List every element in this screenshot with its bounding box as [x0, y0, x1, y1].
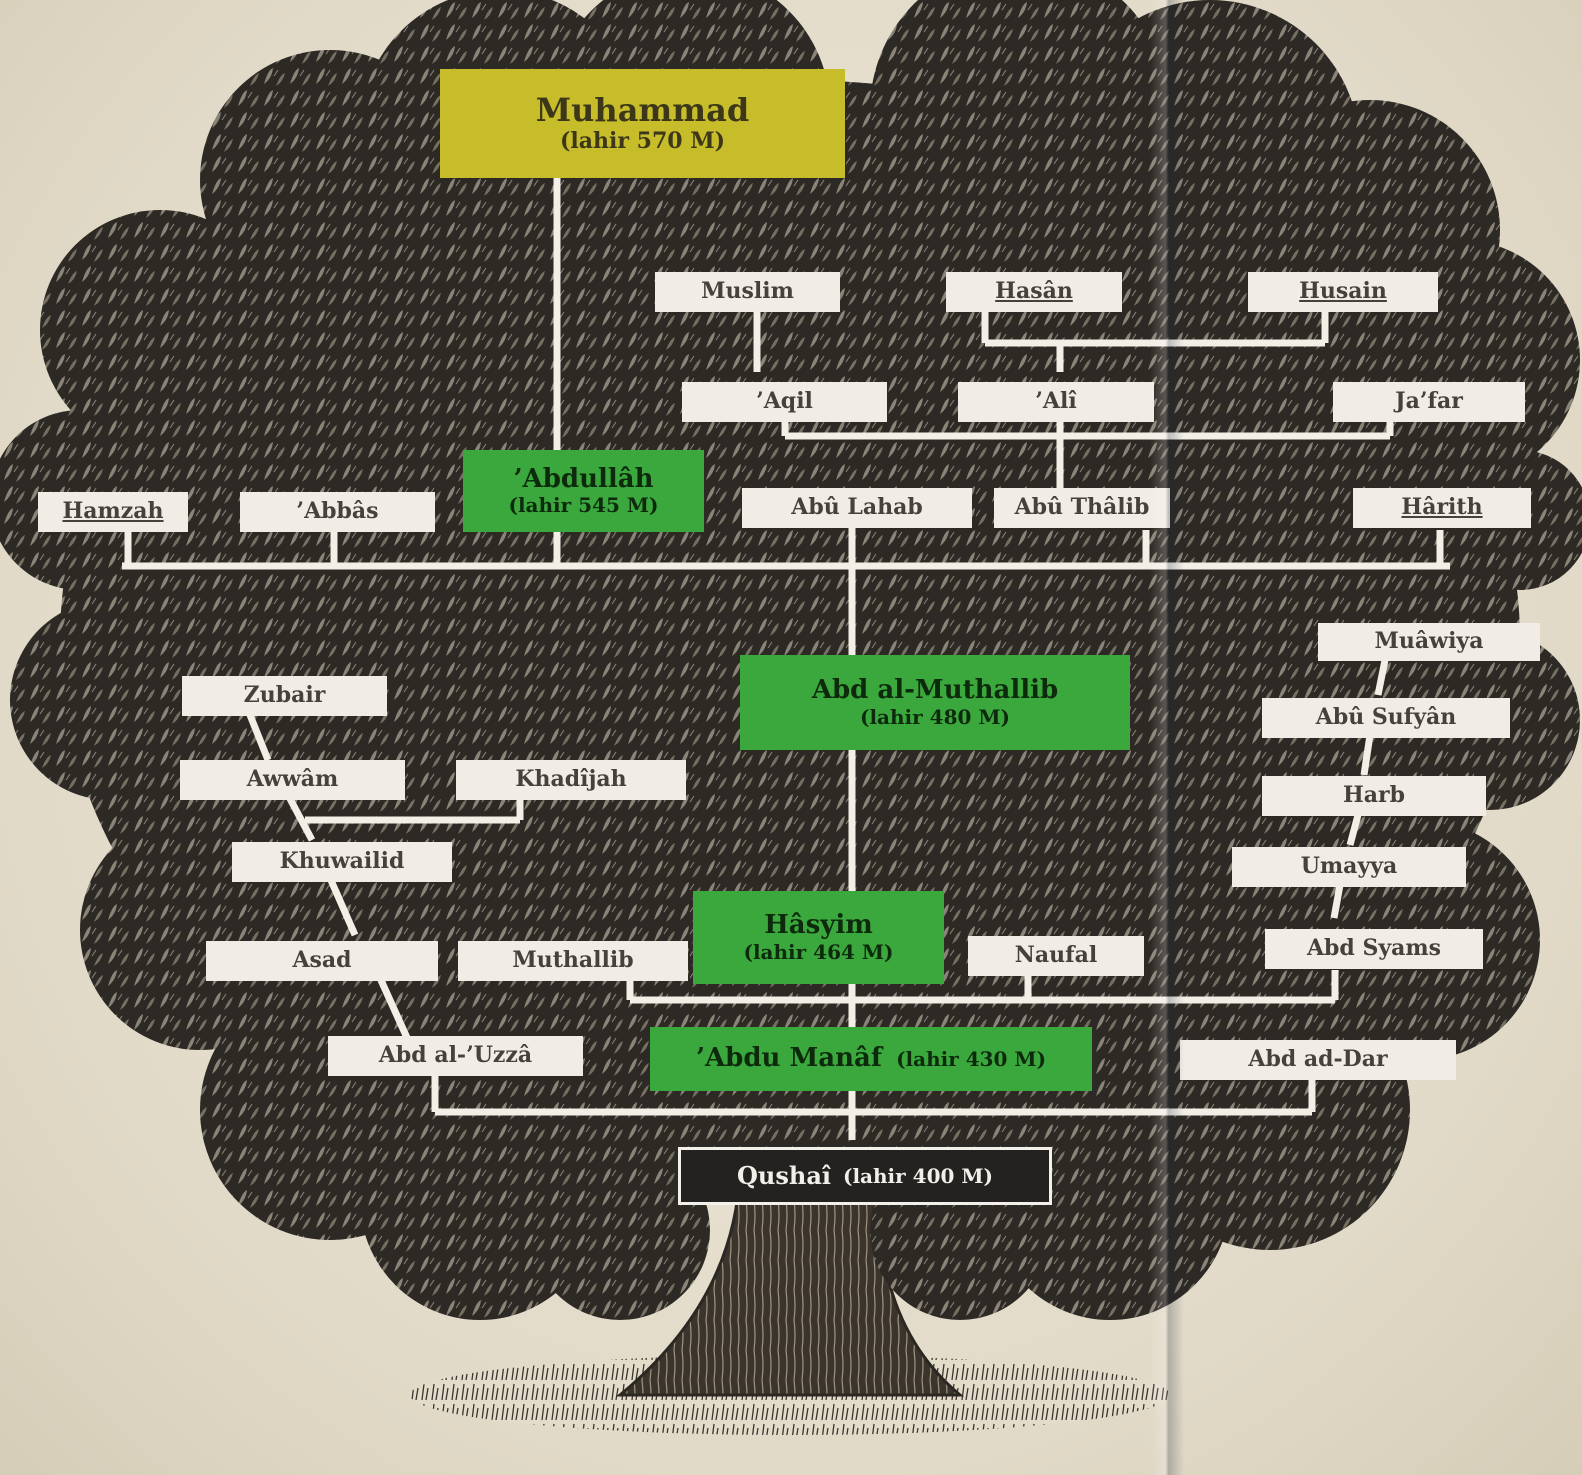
node-abdullah-name: ’Abdullâh [513, 463, 654, 494]
node-abu-sufyan: Abû Sufyân [1262, 698, 1510, 738]
node-muslim-label: Muslim [701, 278, 794, 305]
node-khadijah: Khadîjah [456, 760, 686, 800]
node-abu-lahab: Abû Lahab [742, 488, 972, 528]
node-aqil: ’Aqil [682, 382, 887, 422]
node-abd-syams-label: Abd Syams [1306, 935, 1442, 962]
node-khadijah-label: Khadîjah [515, 766, 627, 793]
node-abd-al-uzza: Abd al-’Uzzâ [328, 1036, 583, 1076]
node-qushai-name: Qushaî [737, 1161, 831, 1191]
node-abbas: ’Abbâs [240, 492, 435, 532]
node-asad: Asad [206, 941, 438, 981]
node-muhammad-birth: (lahir 570 M) [560, 128, 725, 155]
node-abu-lahab-label: Abû Lahab [791, 494, 923, 521]
node-abdu-manaf: ’Abdu Manâf (lahir 430 M) [650, 1027, 1092, 1091]
node-abd-ad-dar-label: Abd ad-Dar [1248, 1046, 1388, 1073]
node-muthallib: Muthallib [458, 941, 688, 981]
node-hasyim: Hâsyim (lahir 464 M) [693, 891, 944, 984]
node-abu-sufyan-label: Abû Sufyân [1315, 704, 1457, 731]
node-abu-thalib: Abû Thâlib [994, 488, 1170, 528]
node-muhammad-name: Muhammad [535, 91, 750, 130]
node-naufal: Naufal [968, 936, 1144, 976]
node-harb-label: Harb [1342, 782, 1405, 809]
node-umayya-label: Umayya [1300, 853, 1398, 880]
node-muslim: Muslim [655, 272, 840, 312]
node-abd-al-muthallib-birth: (lahir 480 M) [860, 704, 1010, 729]
node-naufal-label: Naufal [1014, 942, 1098, 969]
node-abdu-manaf-name: ’Abdu Manâf [695, 1043, 883, 1074]
node-abd-al-uzza-label: Abd al-’Uzzâ [378, 1042, 533, 1069]
node-hamzah: Hamzah [38, 492, 188, 532]
node-harith-label: Hârith [1401, 494, 1483, 521]
node-muthallib-label: Muthallib [512, 947, 634, 974]
node-asad-label: Asad [292, 947, 352, 974]
node-husain: Husain [1248, 272, 1438, 312]
node-khuwailid-label: Khuwailid [279, 848, 405, 875]
node-abbas-label: ’Abbâs [296, 498, 379, 525]
node-zubair: Zubair [182, 676, 387, 716]
node-abd-al-muthallib: Abd al-Muthallib (lahir 480 M) [740, 655, 1130, 750]
node-abdu-manaf-birth: (lahir 430 M) [896, 1046, 1047, 1071]
node-qushai-birth: (lahir 400 M) [843, 1163, 993, 1188]
node-abd-ad-dar: Abd ad-Dar [1180, 1040, 1456, 1080]
node-muhammad: Muhammad (lahir 570 M) [440, 69, 845, 178]
node-hamzah-label: Hamzah [62, 498, 164, 525]
tree-crown [0, 0, 1582, 1320]
node-aqil-label: ’Aqil [756, 388, 813, 415]
node-hasan-label: Hasân [995, 278, 1073, 305]
node-abdullah: ’Abdullâh (lahir 545 M) [463, 450, 704, 532]
node-qushai-root: Qushaî (lahir 400 M) [678, 1147, 1052, 1205]
node-abu-thalib-label: Abû Thâlib [1014, 494, 1150, 521]
node-husain-label: Husain [1299, 278, 1387, 305]
node-jafar-label: Ja’far [1395, 388, 1463, 415]
node-awwam: Awwâm [180, 760, 405, 800]
node-umayya: Umayya [1232, 847, 1466, 887]
node-hasyim-birth: (lahir 464 M) [743, 939, 894, 964]
node-awwam-label: Awwâm [246, 766, 339, 793]
node-abd-al-muthallib-name: Abd al-Muthallib [811, 675, 1059, 706]
node-abd-syams: Abd Syams [1265, 929, 1483, 969]
node-ali-label: ’Alî [1035, 388, 1077, 415]
node-zubair-label: Zubair [243, 682, 326, 709]
node-abdullah-birth: (lahir 545 M) [508, 493, 659, 518]
node-jafar: Ja’far [1333, 382, 1525, 422]
node-hasyim-name: Hâsyim [764, 910, 873, 941]
node-harb: Harb [1262, 776, 1486, 816]
node-muawiya-label: Muâwiya [1374, 628, 1484, 655]
node-khuwailid: Khuwailid [232, 842, 452, 882]
node-ali: ’Alî [958, 382, 1154, 422]
node-muawiya: Muâwiya [1318, 623, 1540, 661]
node-hasan: Hasân [946, 272, 1122, 312]
node-harith: Hârith [1353, 488, 1531, 528]
